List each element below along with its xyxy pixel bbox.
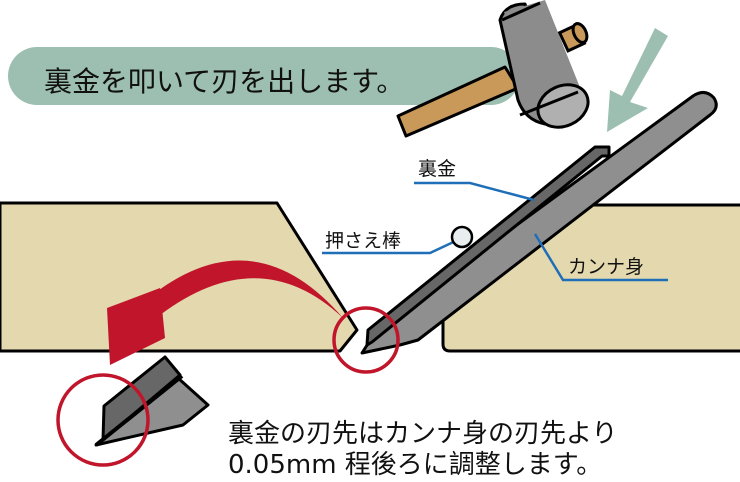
magnify-arrowhead	[107, 288, 165, 365]
banner-text: 裏金を叩いて刃を出します。	[44, 65, 405, 98]
tip-highlight-circle	[332, 306, 400, 374]
note-line-1: 裏金の刃先はカンナ身の刃先より	[228, 419, 618, 449]
wood-left	[0, 201, 359, 353]
label-kanna-mi: カンナ身	[568, 256, 645, 278]
strike-direction-arrow	[607, 28, 668, 132]
label-osae-bou: 押さえ棒	[325, 230, 402, 252]
hammer-icon	[396, 0, 590, 138]
kanna-body	[360, 91, 718, 355]
leader-uragane	[414, 181, 535, 202]
uragane	[365, 145, 611, 347]
pressure-bar	[450, 225, 474, 249]
label-uragane: 裏金	[418, 158, 457, 180]
note-line-2: 0.05mm 程後ろに調整します。	[228, 450, 603, 480]
magnify-arrow	[140, 260, 343, 318]
wood-right	[441, 203, 740, 353]
magnified-circle	[56, 373, 150, 467]
leader-osae	[322, 236, 463, 255]
leader-kanna	[533, 233, 668, 282]
banner-background	[8, 47, 520, 105]
